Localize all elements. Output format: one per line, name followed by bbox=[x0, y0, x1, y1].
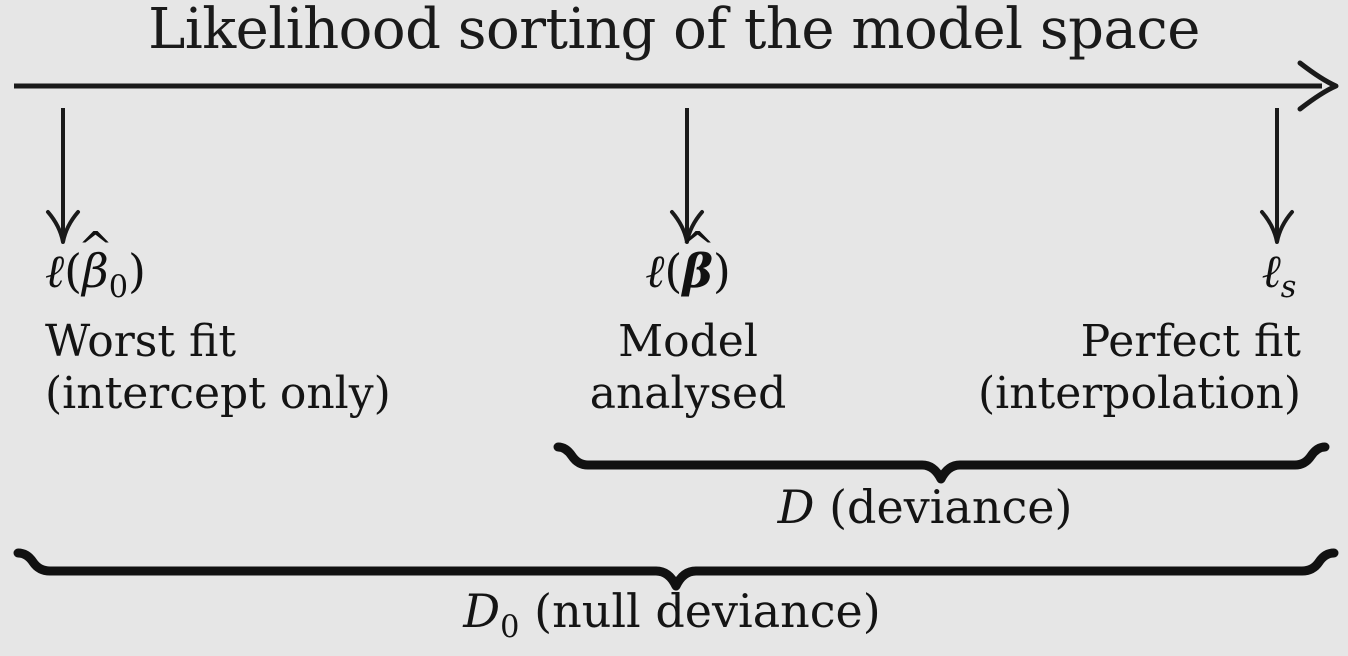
null-deviance-brace-caption: D0 (null deviance) bbox=[463, 588, 880, 644]
paren-open: ( bbox=[64, 244, 83, 298]
hat-accent-icon: ^ bbox=[679, 222, 716, 272]
null-deviance-brace-icon bbox=[13, 548, 1339, 591]
deviance-caption-text: (deviance) bbox=[829, 480, 1073, 534]
marker-symbol-worst-fit: ℓ(^β0) bbox=[45, 226, 146, 306]
null-deviance-caption-text: (null deviance) bbox=[534, 584, 881, 638]
beta-glyph: β bbox=[82, 244, 109, 298]
marker-caption-perfect-fit: Perfect fit (interpolation) bbox=[978, 316, 1301, 420]
marker-arrow-perfect-fit bbox=[1260, 108, 1294, 244]
caption-line: Model bbox=[618, 316, 758, 367]
null-deviance-subscript: 0 bbox=[500, 610, 520, 646]
null-deviance-symbol: D bbox=[463, 584, 501, 638]
caption-line: Worst fit bbox=[45, 316, 237, 367]
caption-line: (interpolation) bbox=[977, 367, 1301, 419]
deviance-brace-caption: D (deviance) bbox=[778, 484, 1073, 540]
paren-close: ) bbox=[712, 244, 731, 298]
caption-line: analysed bbox=[589, 367, 787, 419]
axis-arrowhead-icon bbox=[1297, 60, 1339, 112]
paren-close: ) bbox=[128, 244, 146, 298]
marker-symbol-model-analysed: ℓ(^β) bbox=[645, 226, 731, 294]
deviance-brace-icon bbox=[553, 442, 1330, 484]
ell-subscript: s bbox=[1280, 270, 1297, 306]
marker-arrow-worst-fit bbox=[46, 108, 80, 244]
page-title: Likelihood sorting of the model space bbox=[148, 0, 1200, 62]
likelihood-axis bbox=[14, 60, 1339, 112]
ell-glyph: ℓ bbox=[1261, 244, 1281, 298]
caption-line: (intercept only) bbox=[45, 367, 391, 419]
beta-vector-glyph: β bbox=[682, 244, 713, 298]
marker-arrow-model-analysed bbox=[670, 108, 704, 244]
deviance-symbol: D bbox=[777, 480, 815, 534]
hat-accent-icon: ^ bbox=[77, 222, 114, 272]
paren-open: ( bbox=[664, 244, 683, 298]
beta-subscript: 0 bbox=[108, 270, 129, 306]
ell-glyph: ℓ bbox=[45, 244, 65, 298]
marker-caption-worst-fit: Worst fit (intercept only) bbox=[45, 316, 391, 420]
caption-line: Perfect fit bbox=[1080, 316, 1301, 367]
ell-glyph: ℓ bbox=[645, 244, 665, 298]
marker-symbol-perfect-fit: ℓs bbox=[1262, 248, 1297, 304]
marker-caption-model-analysed: Model analysed bbox=[590, 316, 787, 420]
